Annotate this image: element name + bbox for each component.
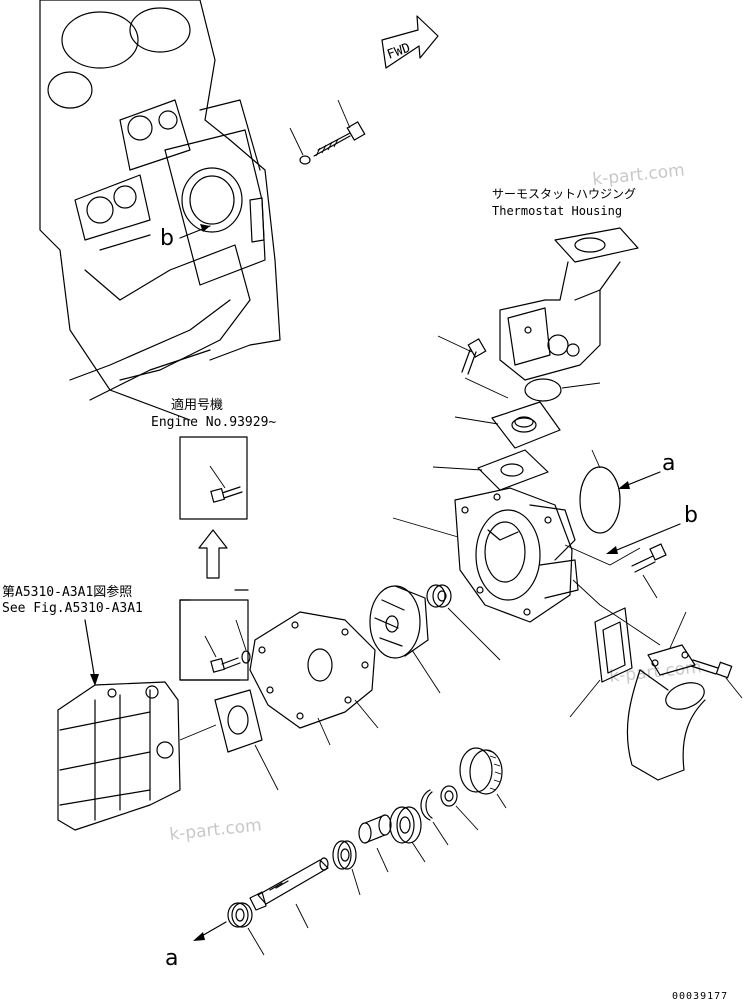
gear-case-illustration (57, 681, 181, 831)
drawing-code: 00039177 (672, 991, 728, 1002)
oil-seal-icon (227, 902, 253, 928)
bolt-icon (631, 543, 667, 573)
bearing-icon (332, 840, 357, 870)
water-outlet-elbow-illustration (626, 644, 706, 781)
thermostat-icon (524, 378, 562, 402)
reference-letter-a-upper: a (662, 451, 675, 476)
figure-reference-label-en: See Fig.A5310-A3A1 (2, 601, 143, 616)
bolt-icon (690, 659, 733, 679)
arrow-icon (90, 674, 99, 686)
reference-letter-b-upper: b (684, 503, 698, 528)
seal-icon (426, 584, 452, 608)
fwd-label: FWD (385, 41, 412, 63)
arrow-icon (200, 224, 210, 232)
thermostat-gasket-icon (491, 401, 561, 449)
engine-applicability-label-jp: 適用号機 (171, 397, 223, 413)
thermostat-housing-label-en: Thermostat Housing (492, 204, 622, 218)
thermostat-housing-illustration (499, 227, 639, 381)
engine-applicability-label-en: Engine No.93929~ (151, 415, 276, 430)
bolt-icon (210, 486, 243, 503)
gasket-icon (214, 689, 263, 753)
pump-cover-icon (249, 611, 376, 729)
drive-gear-icon (459, 747, 503, 795)
washer-icon (299, 155, 311, 165)
arrow-icon (606, 546, 618, 554)
water-pump-housing-illustration (454, 487, 579, 623)
impeller-icon (369, 585, 429, 659)
cylinder-block-illustration (39, 0, 281, 421)
bolt-icon (313, 121, 366, 157)
watermark: k-part.com (591, 160, 685, 190)
gasket-icon (477, 449, 549, 491)
arrow-icon (618, 481, 630, 489)
fwd-arrow-icon: FWD (381, 15, 439, 69)
spacer-icon (358, 814, 392, 844)
reference-letter-a-lower: a (165, 946, 178, 971)
bolt-icon (210, 657, 241, 673)
snap-ring-icon (420, 789, 433, 821)
arrow-up-icon (198, 529, 228, 579)
bolt-icon (461, 338, 487, 375)
figure-reference-label-jp: 第A5310-A3A1図参照 (2, 584, 132, 600)
bearing-icon (389, 806, 422, 844)
washer-icon (241, 650, 251, 664)
arrow-icon (193, 932, 205, 941)
outlet-gasket-icon (594, 607, 633, 683)
cover-disc-icon (579, 466, 621, 534)
bearing-icon (440, 785, 458, 807)
pump-shaft-icon (249, 857, 329, 911)
thermostat-housing-label-jp: サーモスタットハウジング (492, 187, 636, 201)
watermark: k-part.com (168, 815, 262, 845)
reference-letter-b-block: b (160, 226, 174, 251)
applicability-box (179, 436, 248, 520)
